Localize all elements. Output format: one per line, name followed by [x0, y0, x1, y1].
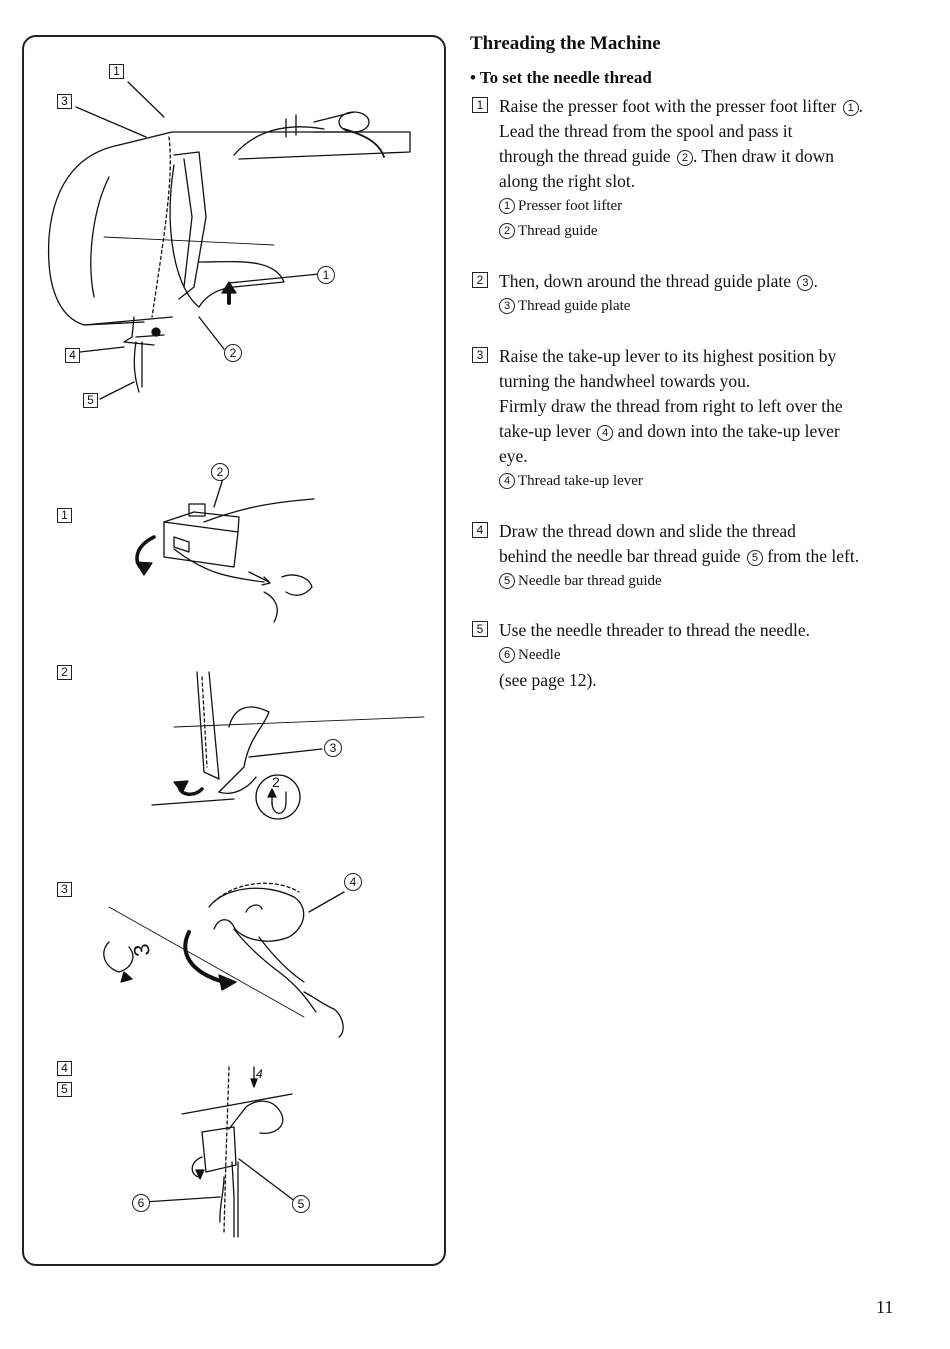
detail-thread-guide-plate-drawing — [151, 671, 425, 820]
machine-overview-drawing — [47, 81, 411, 400]
section-subheading: • To set the needle thread — [470, 68, 652, 87]
line-text-after: from the left. — [762, 546, 860, 566]
step-text-line: Draw the thread down and slide the threa… — [499, 519, 796, 544]
circled-ref: 2 — [499, 223, 515, 239]
figure-callout: 4 — [344, 873, 362, 891]
note-text: Presser foot lifter — [518, 198, 623, 214]
page-number: 11 — [876, 1297, 894, 1317]
step-text-line: Use the needle threader to thread the ne… — [499, 618, 810, 643]
line-text: behind the needle bar thread guide — [499, 546, 741, 566]
step-number-box: 1 — [472, 97, 488, 113]
note-text: Thread guide plate — [518, 298, 631, 314]
line-text: through the thread guide — [499, 146, 671, 166]
line-text-after: . — [858, 96, 864, 116]
detail-needle-bar-drawing — [143, 1066, 297, 1238]
line-text-after: . Then draw it down — [692, 146, 835, 166]
step-number-box: 5 — [472, 621, 488, 637]
illustration-panel: 1 3 4 5 1 2 3 4 5 1 2 2 3 4 5 6 2 3 4 — [22, 35, 446, 1266]
line-text: Firmly draw the thread from right to lef… — [499, 396, 843, 416]
step-text-line: through the thread guide 2. Then draw it… — [499, 144, 834, 169]
line-text: Lead the thread from the spool and pass … — [499, 121, 793, 141]
step-text-line: Lead the thread from the spool and pass … — [499, 119, 793, 144]
line-text: turning the handwheel towards you. — [499, 371, 751, 391]
figure-step-marker: 3 — [57, 882, 72, 897]
figure-step-marker: 1 — [57, 508, 72, 523]
note-text: Thread take-up lever — [518, 473, 643, 489]
figure-step-marker: 4 — [65, 348, 80, 363]
line-text: eye. — [499, 446, 528, 466]
line-text-after: and down into the take-up lever — [613, 421, 840, 441]
figure-callout: 6 — [132, 1194, 150, 1212]
page-title: Threading the Machine — [470, 33, 661, 54]
figure-callout: 2 — [224, 344, 242, 362]
step-text-line: turning the handwheel towards you. — [499, 369, 750, 394]
figure-callout: 5 — [292, 1195, 310, 1213]
line-text: Then, down around the thread guide plate — [499, 271, 792, 291]
line-text: Raise the presser foot with the presser … — [499, 96, 837, 116]
step-text-line: take-up lever 4 and down into the take-u… — [499, 419, 840, 444]
detail-thread-guide-drawing — [135, 468, 315, 623]
line-text: Raise the take-up lever to its highest p… — [499, 346, 837, 366]
circled-ref: 3 — [797, 275, 814, 291]
sewing-machine-threading-diagram — [47, 81, 425, 1238]
line-text-after: . — [813, 271, 818, 291]
figure-step-marker: 5 — [57, 1082, 72, 1097]
figure-step-marker: 4 — [57, 1061, 72, 1076]
figure-step-marker: 2 — [57, 665, 72, 680]
note-text: Thread guide — [518, 223, 598, 239]
circled-ref: 3 — [499, 298, 515, 314]
detail-digit: 2 — [272, 774, 280, 790]
step-number-box: 4 — [472, 522, 488, 538]
line-text: Draw the thread down and slide the threa… — [499, 521, 796, 541]
step-text-line: Raise the take-up lever to its highest p… — [499, 344, 836, 369]
line-text: along the right slot. — [499, 171, 636, 191]
circled-ref: 1 — [499, 198, 515, 214]
figure-step-marker: 1 — [109, 64, 124, 79]
detail-digit: 4 — [256, 1067, 263, 1081]
figure-callout: 1 — [317, 266, 335, 284]
step-text-line: Firmly draw the thread from right to lef… — [499, 394, 843, 419]
step-text-line: along the right slot. — [499, 169, 635, 194]
circled-ref: 4 — [499, 473, 515, 489]
circled-ref: 5 — [499, 573, 515, 589]
step-text-line: Then, down around the thread guide plate… — [499, 269, 818, 294]
circled-ref: 4 — [597, 425, 614, 441]
step-text-line: eye. — [499, 444, 528, 469]
figure-step-marker: 5 — [83, 393, 98, 408]
line-text: Use the needle threader to thread the ne… — [499, 620, 810, 640]
note-text: Needle bar thread guide — [518, 573, 662, 589]
step-text-line: behind the needle bar thread guide 5 fro… — [499, 544, 859, 569]
step-number-box: 3 — [472, 347, 488, 363]
step-text-line: Raise the presser foot with the presser … — [499, 94, 863, 119]
circled-ref: 5 — [746, 550, 763, 566]
circled-ref: 2 — [676, 150, 693, 166]
page-reference: (see page 12). — [499, 670, 597, 690]
circled-ref: 6 — [499, 647, 515, 663]
figure-callout: 2 — [211, 463, 229, 481]
step-number-box: 2 — [472, 272, 488, 288]
circled-ref: 1 — [842, 100, 859, 116]
figure-step-marker: 3 — [57, 94, 72, 109]
detail-take-up-lever-drawing — [103, 882, 345, 1038]
note-text: Needle — [518, 647, 561, 663]
figure-callout: 3 — [324, 739, 342, 757]
line-text: take-up lever — [499, 421, 591, 441]
